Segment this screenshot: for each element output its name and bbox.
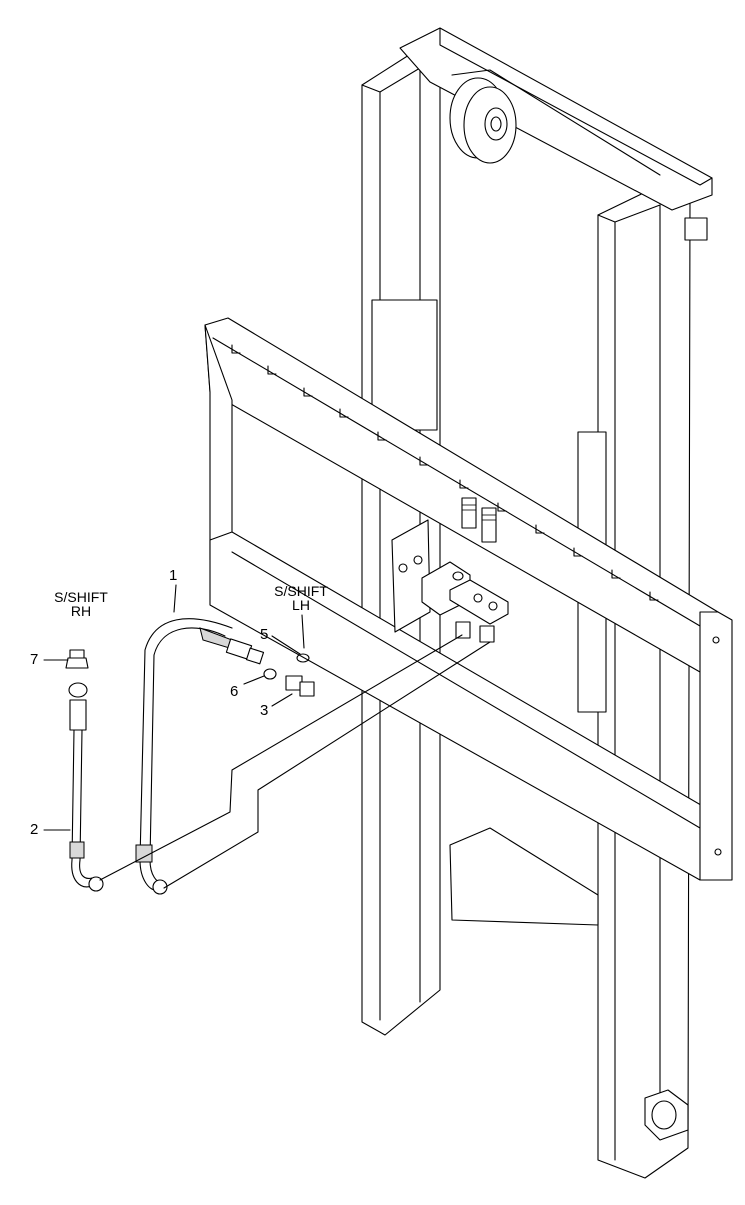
pulley xyxy=(449,77,517,164)
shift-rh-line1: S/SHIFT xyxy=(54,589,108,605)
callout-6: 6 xyxy=(230,683,239,700)
hose-routing xyxy=(99,634,491,889)
callout-3: 3 xyxy=(260,702,269,719)
mast-right-rail xyxy=(577,184,691,1179)
elbow-3 xyxy=(285,675,315,697)
callout-1: 1 xyxy=(169,567,178,584)
mast-lower-brace xyxy=(449,827,689,1141)
hose-1 xyxy=(135,618,265,895)
side-shift-manifold xyxy=(449,497,509,643)
callout-2: 2 xyxy=(30,821,39,838)
o-ring-6 xyxy=(263,668,277,680)
mast-crosshead xyxy=(399,27,713,241)
shift-rh-line2: RH xyxy=(70,603,92,619)
shift-lh-line1: S/SHIFT xyxy=(274,583,328,599)
hose-2 xyxy=(68,682,104,892)
leader-lines xyxy=(43,584,305,831)
shift-rh-label: S/SHIFT RH xyxy=(42,590,120,618)
fitting-7 xyxy=(65,649,89,669)
callout-7: 7 xyxy=(30,651,39,668)
o-ring-5 xyxy=(296,653,310,663)
shift-lh-line2: LH xyxy=(292,597,310,613)
fork-carriage xyxy=(204,317,733,881)
shift-lh-label: S/SHIFT LH xyxy=(262,584,340,612)
callout-5: 5 xyxy=(260,626,269,643)
